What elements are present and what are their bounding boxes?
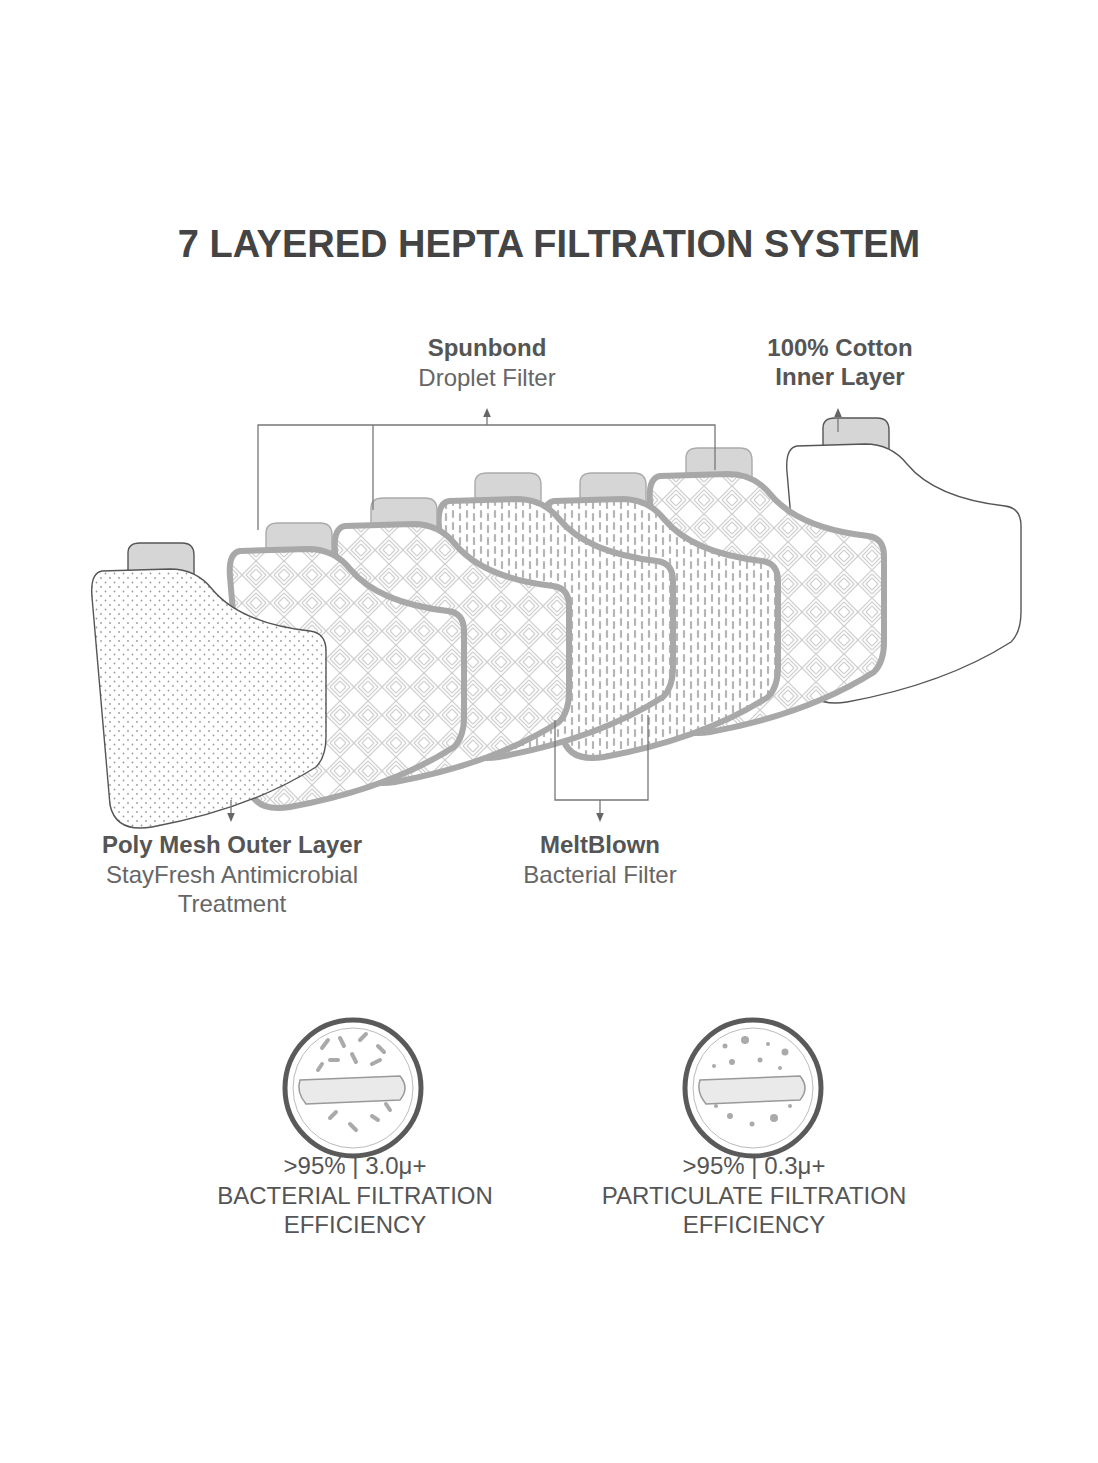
mask-body: [92, 569, 326, 828]
mask-ground: [92, 569, 326, 828]
mask-layer: [92, 543, 326, 828]
layer-name: Poly Mesh Outer Layer: [72, 831, 392, 860]
efficiency-value: >95% | 0.3μ+: [604, 1152, 904, 1181]
leader-lines: [231, 412, 838, 818]
efficiency-value: >95% | 3.0μ+: [205, 1152, 505, 1181]
efficiency-label: BACTERIAL FILTRATION EFFICIENCY: [183, 1182, 528, 1240]
layer-name: MeltBlown: [450, 831, 750, 860]
layer-name: 100% Cotton Inner Layer: [753, 334, 928, 392]
particulate-icon: [685, 1020, 821, 1156]
diagram-title: 7 LAYERED HEPTA FILTRATION SYSTEM: [49, 222, 1049, 268]
layer-note: StayFresh Antimicrobial Treatment: [82, 861, 382, 919]
mask-layers: [92, 418, 1021, 828]
layer-note: Droplet Filter: [337, 364, 637, 393]
layer-name: Spunbond: [337, 334, 637, 363]
bacterial-icon: [285, 1020, 421, 1156]
layer-note: Bacterial Filter: [450, 861, 750, 890]
efficiency-label: PARTICULATE FILTRATION EFFICIENCY: [582, 1182, 927, 1240]
